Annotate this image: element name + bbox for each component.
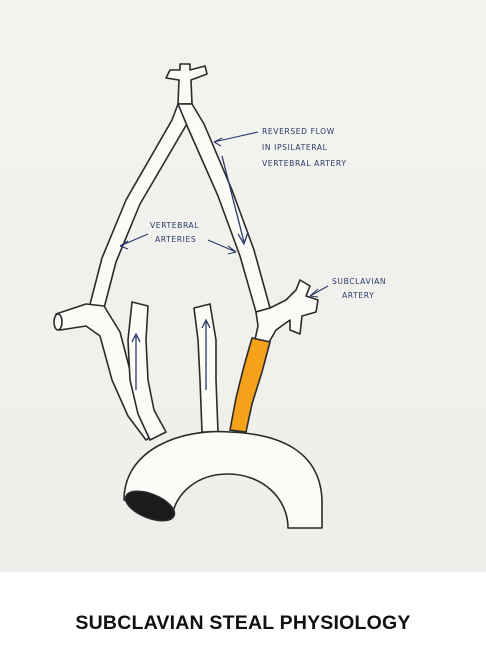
subclavian-stenosis-segment bbox=[229, 337, 271, 433]
vertebral-arteries-annotation: VERTEBRAL ARTERIES bbox=[119, 221, 237, 255]
reversed-flow-pointer bbox=[213, 131, 259, 147]
vertebral-pointer-right bbox=[207, 239, 237, 255]
subclavian-label-line-2: ARTERY bbox=[342, 291, 374, 300]
subclavian-annotation: SUBCLAVIAN ARTERY bbox=[309, 277, 386, 300]
diagram-sheet: REVERSED FLOW IN IPSILATERAL VERTEBRAL A… bbox=[0, 0, 486, 572]
aortic-arch bbox=[123, 430, 323, 529]
subclavian-steal-diagram: REVERSED FLOW IN IPSILATERAL VERTEBRAL A… bbox=[53, 63, 386, 529]
left-common-carotid bbox=[127, 301, 167, 441]
right-common-carotid bbox=[193, 303, 219, 433]
vertebral-pointer-left bbox=[119, 233, 149, 250]
reversed-flow-line-3: VERTEBRAL ARTERY bbox=[262, 159, 347, 168]
subclavian-pointer bbox=[309, 285, 329, 298]
reversed-flow-line-1: REVERSED FLOW bbox=[262, 127, 335, 136]
subclavian-label-line-1: SUBCLAVIAN bbox=[332, 277, 386, 286]
reversed-flow-arrows bbox=[221, 155, 249, 246]
left-vertebral-artery bbox=[87, 103, 193, 313]
vertebral-label-line-2: ARTERIES bbox=[155, 235, 196, 244]
page-title: SUBCLAVIAN STEAL PHYSIOLOGY bbox=[75, 612, 411, 634]
aortic-lumen bbox=[124, 490, 176, 522]
reversed-flow-annotation: REVERSED FLOW IN IPSILATERAL VERTEBRAL A… bbox=[213, 127, 347, 168]
right-vertebral-artery bbox=[177, 103, 271, 313]
subclavian-artery bbox=[229, 279, 319, 433]
vertebral-label-line-1: VERTEBRAL bbox=[150, 221, 199, 230]
basilar-artery bbox=[165, 63, 208, 105]
reversed-flow-line-2: IN IPSILATERAL bbox=[262, 143, 328, 152]
